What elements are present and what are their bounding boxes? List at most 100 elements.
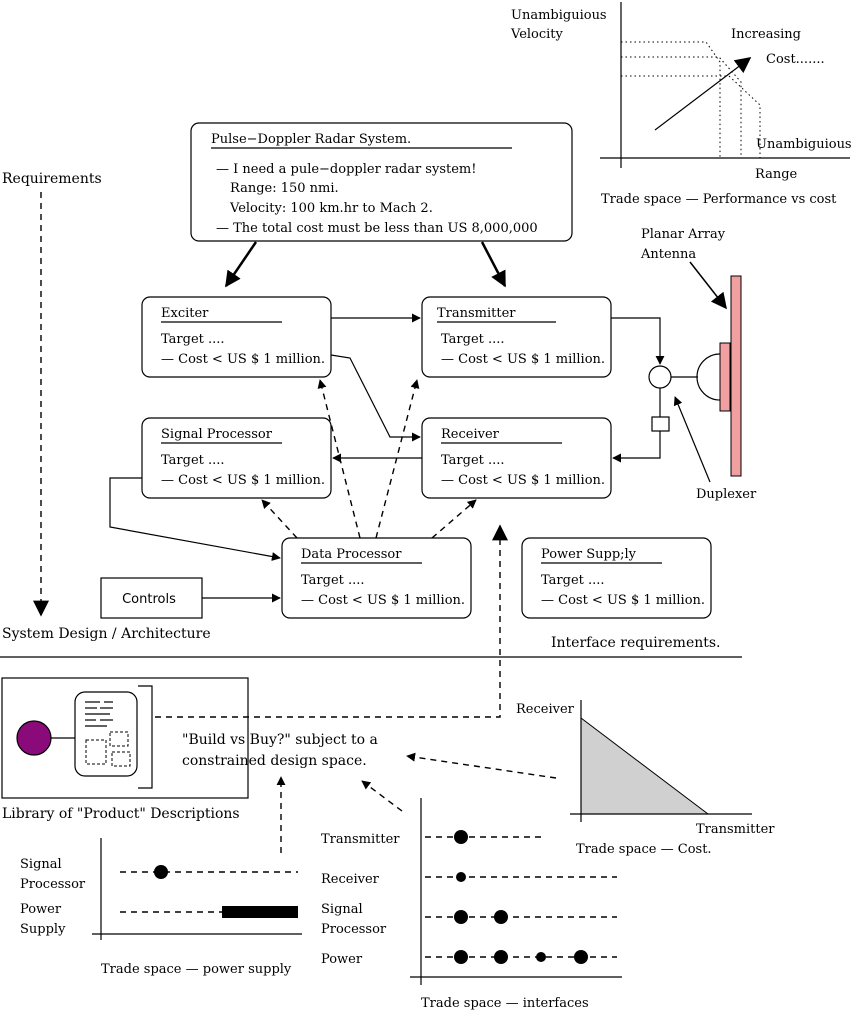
system-design-label: System Design / Architecture xyxy=(2,626,211,642)
radar-system-line1: — I need a pule−doppler radar system! xyxy=(216,162,476,177)
data-processor-cost: — Cost < US $ 1 million. xyxy=(301,593,465,608)
library-component-circle xyxy=(16,720,52,756)
increasing-cost-arrow xyxy=(654,57,752,131)
cost-xlabel: Transmitter xyxy=(696,822,775,837)
perf-cost-curve-2 xyxy=(621,56,742,158)
dp-to-exciter-dashed xyxy=(317,379,361,539)
iface-power-dot-3 xyxy=(536,952,546,962)
exciter-box: Exciter Target .... — Cost < US $ 1 mill… xyxy=(141,296,332,378)
arrow-to-exciter xyxy=(224,241,258,288)
perf-increasing-1: Increasing xyxy=(731,27,801,42)
receiver-target: Target .... xyxy=(441,453,505,468)
power-row2-label-1: Power xyxy=(20,902,62,917)
controls-label: Controls xyxy=(122,592,176,607)
dp-to-signal-processor-dashed xyxy=(261,499,298,539)
library-label: Library of "Product" Descriptions xyxy=(2,806,240,822)
radar-system-line2: Range: 150 nmi. xyxy=(230,181,339,196)
cost-trade-chart: Receiver Transmitter Trade space — Cost. xyxy=(516,700,775,857)
iface-row2-label: Receiver xyxy=(321,872,380,887)
exciter-to-receiver-arrow xyxy=(330,354,421,442)
interfaces-trade-chart: Transmitter Receiver Signal Processor Po… xyxy=(321,798,622,1011)
duplexer-label: Duplexer xyxy=(696,487,757,502)
exciter-target: Target .... xyxy=(161,332,225,347)
planar-array-label-2: Antenna xyxy=(640,247,696,262)
build-vs-buy-line2: constrained design space. xyxy=(182,753,367,769)
transmitter-box: Transmitter Target .... — Cost < US $ 1 … xyxy=(421,296,612,378)
power-trade-chart: Signal Processor Power Supply Trade spac… xyxy=(20,838,302,977)
radar-system-title: Pulse−Doppler Radar System. xyxy=(211,132,411,147)
dp-to-receiver-dashed xyxy=(431,499,477,539)
iface-receiver-dot-1 xyxy=(456,872,466,882)
perf-caption: Trade space — Performance vs cost xyxy=(601,192,837,207)
cost-caption: Trade space — Cost. xyxy=(576,842,712,857)
perf-xlabel-1: Unambiguious xyxy=(756,137,852,152)
receiver-box: Receiver Target .... — Cost < US $ 1 mil… xyxy=(421,417,612,499)
power-supply-target: Target .... xyxy=(541,573,605,588)
data-processor-box: Data Processor Target .... — Cost < US $… xyxy=(281,537,472,619)
power-row2-label-2: Supply xyxy=(20,922,66,937)
iface-power-dot-1 xyxy=(454,950,468,964)
duplexer-label-arrow xyxy=(673,396,711,483)
power-supply-cost: — Cost < US $ 1 million. xyxy=(541,593,705,608)
power-caption: Trade space — power supply xyxy=(101,962,292,977)
interfaces-to-build-arrow xyxy=(361,780,403,812)
exciter-title: Exciter xyxy=(161,306,209,321)
duplexer-circulator xyxy=(648,365,672,389)
signal-processor-target: Target .... xyxy=(161,453,225,468)
radar-system-box: Pulse−Doppler Radar System. — I need a p… xyxy=(190,122,573,242)
signal-processor-box: Signal Processor Target .... — Cost < US… xyxy=(141,417,332,499)
library-to-receiver-dashed xyxy=(155,524,508,718)
build-vs-buy-line1: "Build vs Buy?" subject to a xyxy=(182,732,378,748)
signal-processor-title: Signal Processor xyxy=(161,427,273,442)
power-supply-title: Power Supp;ly xyxy=(541,547,637,562)
arrow-to-transmitter xyxy=(480,241,507,288)
library-document-icon xyxy=(74,691,138,777)
receiver-cost: — Cost < US $ 1 million. xyxy=(441,473,605,488)
library-bracket xyxy=(138,685,153,789)
signal-processor-to-data-processor-arrow xyxy=(109,477,281,561)
antenna-feed-horn xyxy=(696,353,721,401)
iface-signal-processor-dot-2 xyxy=(494,910,508,924)
iface-row4-label: Power xyxy=(321,952,363,967)
exciter-cost: — Cost < US $ 1 million. xyxy=(161,352,325,367)
perf-cost-curve-3 xyxy=(621,75,761,158)
cost-feasible-region xyxy=(580,716,710,815)
planar-array-label-1: Planar Array xyxy=(641,227,726,242)
interfaces-caption: Trade space — interfaces xyxy=(421,996,589,1011)
signal-processor-cost: — Cost < US $ 1 million. xyxy=(161,473,325,488)
perf-cost-curve-1 xyxy=(621,41,721,158)
transmitter-title: Transmitter xyxy=(437,306,516,321)
antenna-label-arrow xyxy=(689,261,727,310)
perf-xlabel-2: Range xyxy=(755,167,798,182)
antenna-feed xyxy=(719,342,731,412)
receiver-title: Receiver xyxy=(441,427,500,442)
power-supply-box: Power Supp;ly Target .... — Cost < US $ … xyxy=(521,537,712,619)
perf-increasing-2: Cost....... xyxy=(766,52,825,67)
perf-ylabel-1: Unambiguious xyxy=(511,8,607,23)
iface-transmitter-dot-1 xyxy=(454,830,468,844)
iface-row3-label-2: Processor xyxy=(321,922,387,937)
radar-system-line3: Velocity: 100 km.hr to Mach 2. xyxy=(229,201,433,216)
data-processor-title: Data Processor xyxy=(301,547,402,562)
product-library: Library of "Product" Descriptions xyxy=(1,677,249,822)
interface-requirements-label: Interface requirements. xyxy=(551,635,721,651)
controls-box: Controls xyxy=(100,577,203,619)
iface-row3-label-1: Signal xyxy=(321,902,363,917)
iface-power-dot-4 xyxy=(574,950,588,964)
power-chart-signal-processor-dot xyxy=(154,865,168,879)
transmitter-to-duplexer-arrow xyxy=(611,317,665,365)
power-row1-label-2: Processor xyxy=(20,877,86,892)
planar-array-antenna xyxy=(730,275,742,477)
duplexer-limiter xyxy=(651,416,670,432)
perf-ylabel-2: Velocity xyxy=(510,27,564,42)
transmitter-cost: — Cost < US $ 1 million. xyxy=(441,352,605,367)
iface-power-dot-2 xyxy=(494,950,508,964)
dp-to-transmitter-dashed xyxy=(375,379,420,539)
iface-signal-processor-dot-1 xyxy=(454,910,468,924)
iface-row1-label: Transmitter xyxy=(321,832,400,847)
cost-ylabel: Receiver xyxy=(516,702,575,717)
radar-system-line4: — The total cost must be less than US 8,… xyxy=(216,221,538,236)
data-processor-target: Target .... xyxy=(301,573,365,588)
duplexer-to-receiver-arrow xyxy=(612,431,661,463)
